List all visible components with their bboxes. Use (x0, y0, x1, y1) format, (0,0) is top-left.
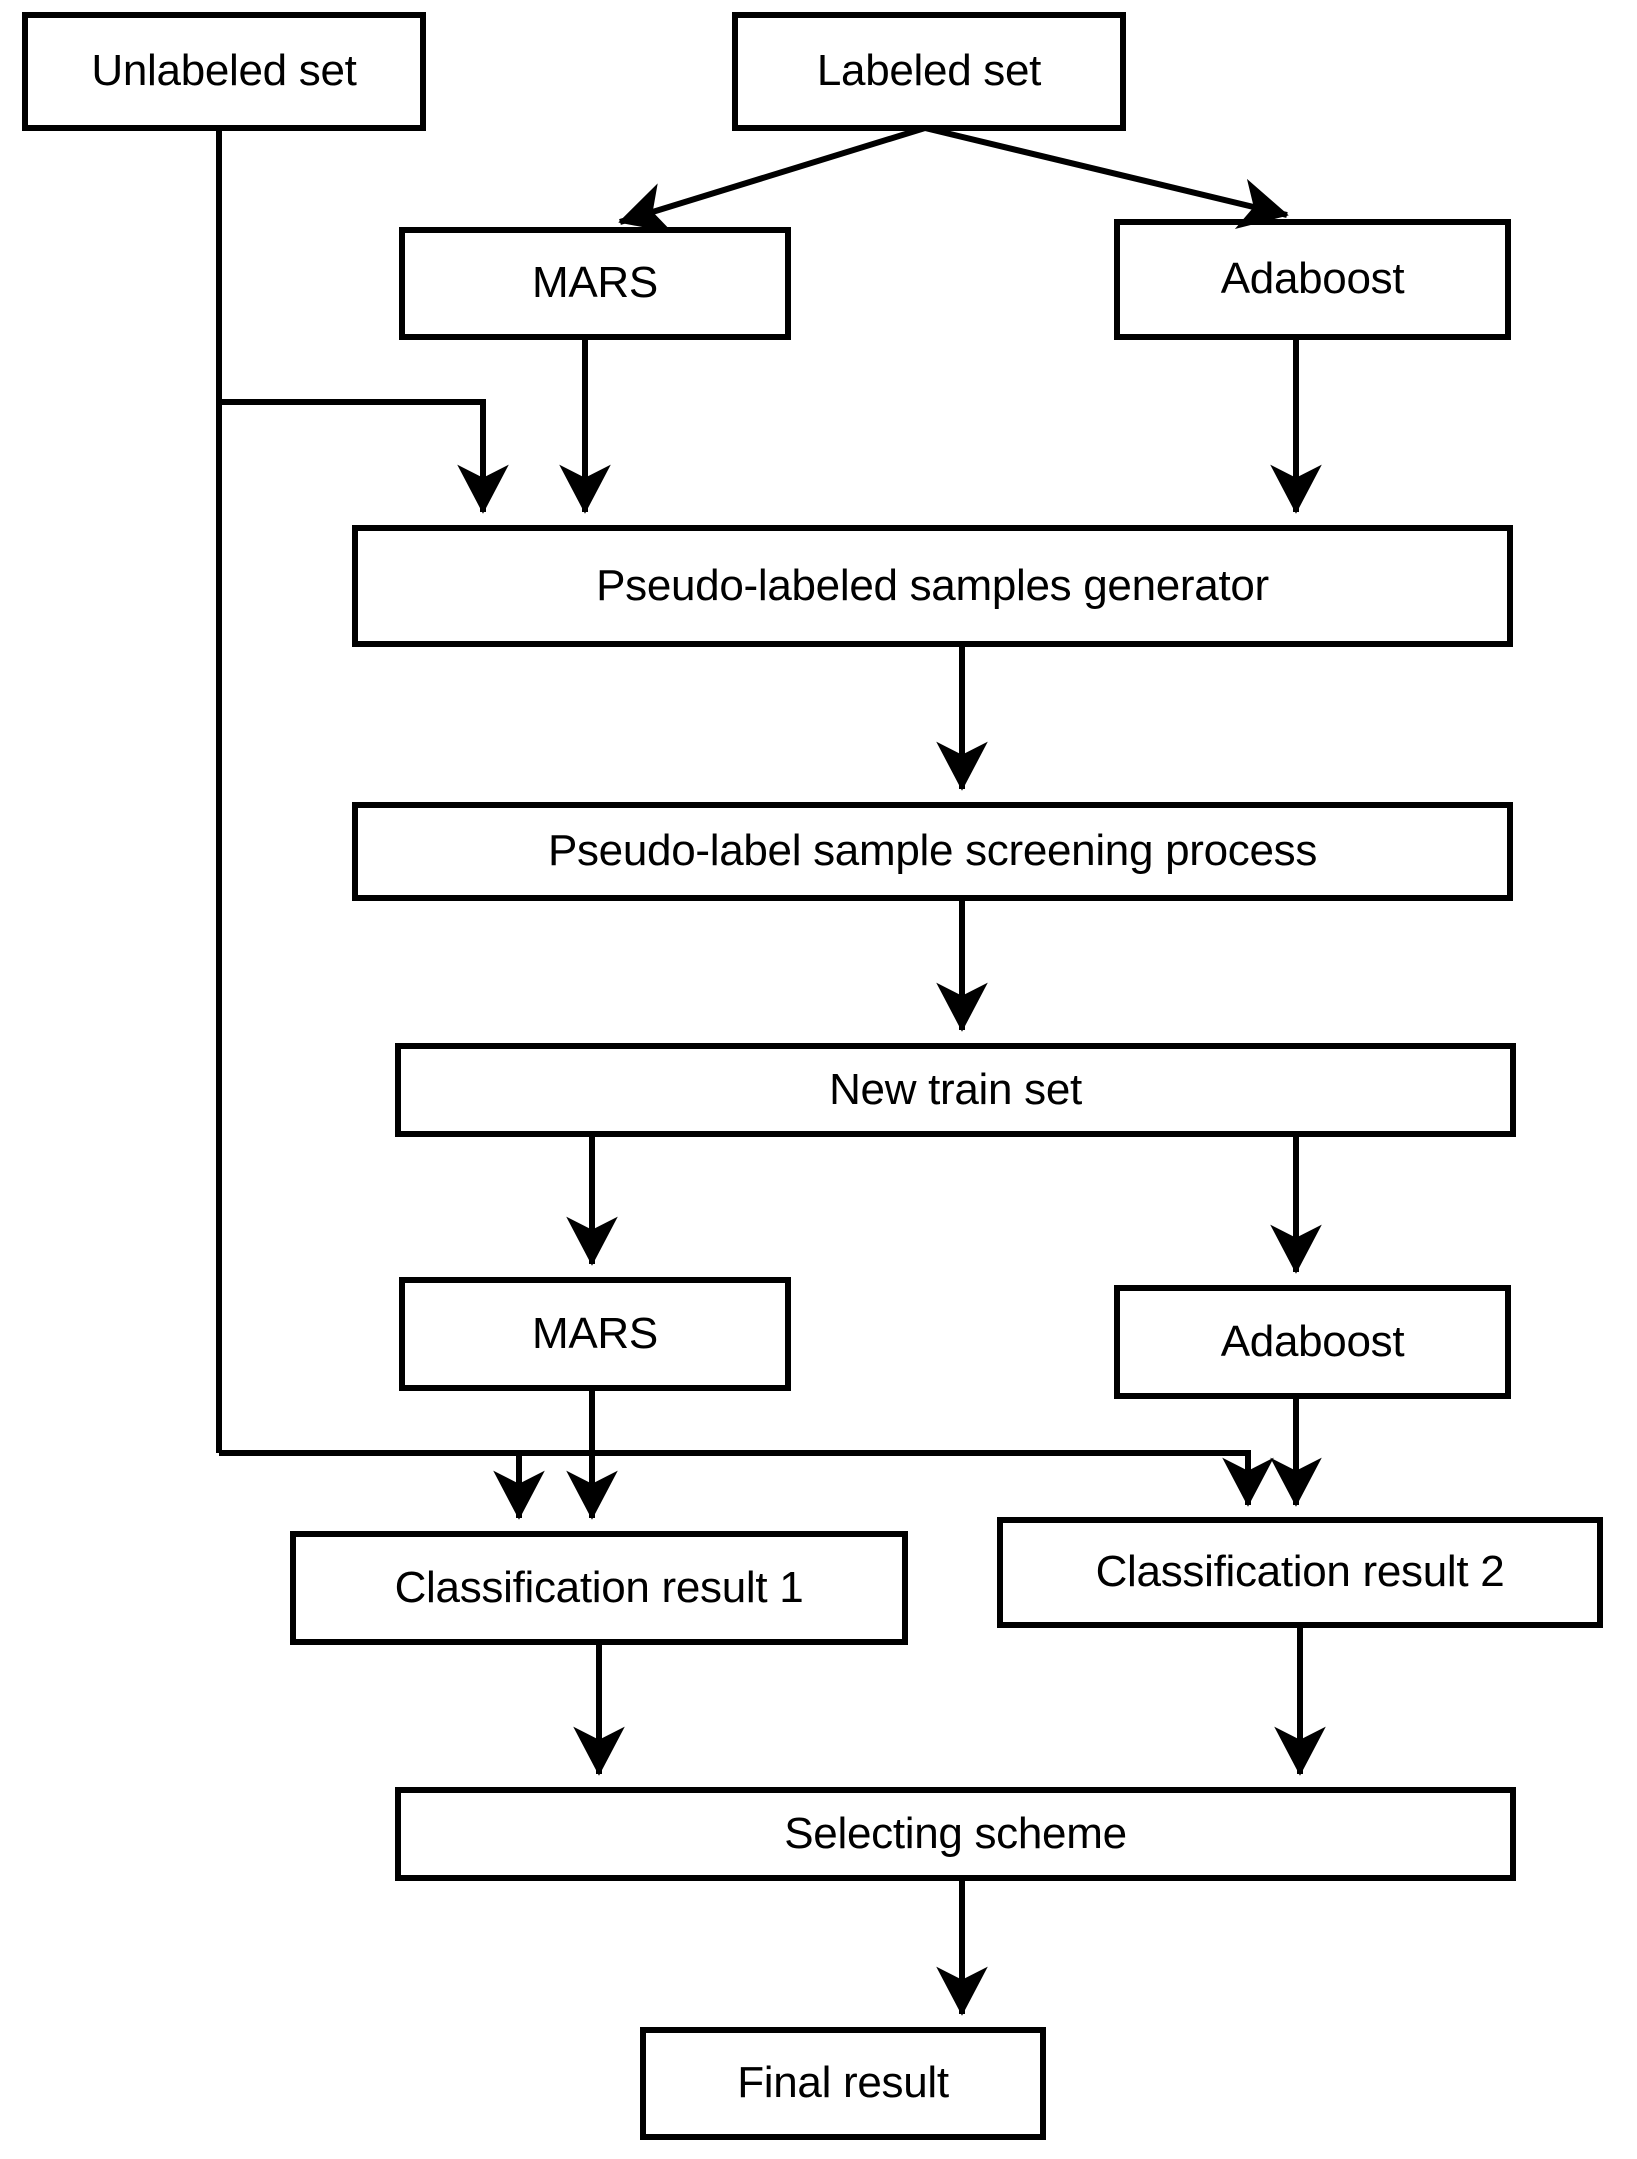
edge-labeled-to-mars1 (618, 125, 926, 233)
node-box-pseudo-generator[interactable] (352, 525, 1513, 647)
node-box-unlabeled-set[interactable] (22, 12, 426, 131)
node-box-pseudo-screening[interactable] (352, 802, 1513, 901)
edge-labeled-to-adaboost1 (924, 125, 1289, 230)
node-box-new-train-set[interactable] (395, 1043, 1516, 1137)
node-box-final-result[interactable] (640, 2027, 1046, 2140)
node-box-class-result-2[interactable] (997, 1517, 1603, 1628)
edge-unlabeled-to-result1 (219, 1450, 545, 1520)
node-box-mars-1[interactable] (399, 227, 791, 340)
node-box-adaboost-1[interactable] (1114, 219, 1511, 340)
edge-unlabeled-to-generator (216, 128, 509, 514)
node-box-class-result-1[interactable] (290, 1531, 908, 1645)
edge-unlabeled-to-result2 (219, 1450, 1274, 1507)
node-box-adaboost-2[interactable] (1114, 1285, 1511, 1399)
node-box-selecting-scheme[interactable] (395, 1787, 1516, 1881)
node-box-labeled-set[interactable] (732, 12, 1126, 131)
node-box-mars-2[interactable] (399, 1277, 791, 1391)
